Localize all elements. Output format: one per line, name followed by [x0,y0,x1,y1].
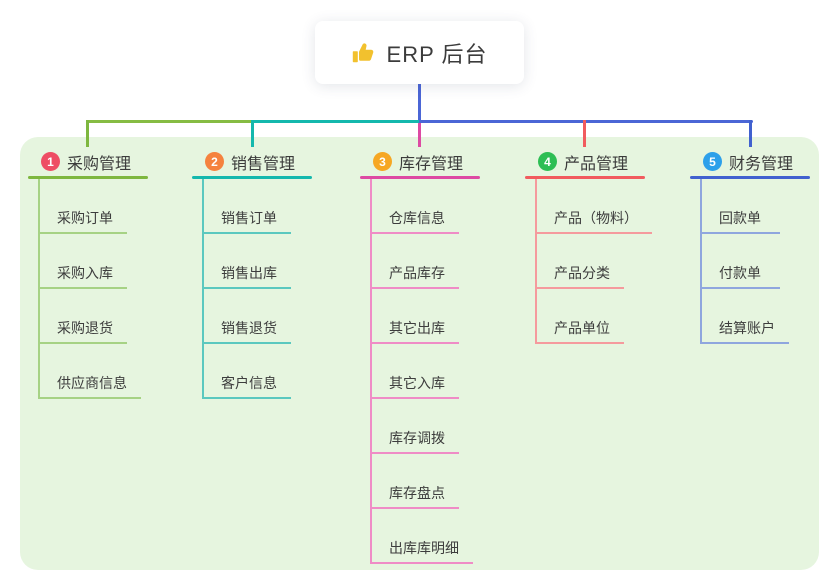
child-node[interactable]: 回款单 [702,179,780,234]
branch-product-header[interactable]: 4 产品管理 [525,150,660,173]
root-node[interactable]: ERP 后台 [315,21,524,84]
branches-panel [20,137,819,570]
connector-bus-center [252,120,419,123]
branch-title: 采购管理 [67,155,132,173]
branch-underline [28,176,148,179]
child-node[interactable]: 库存盘点 [372,454,459,509]
connector-bus-right [419,120,753,123]
branch-number-badge: 5 [703,152,722,171]
child-node[interactable]: 采购入库 [40,234,127,289]
child-node[interactable]: 出库库明细 [372,509,473,564]
branch-sales: 2 销售管理 销售订单 销售出库 销售退货 客户信息 [192,150,327,399]
branch-number-badge: 2 [205,152,224,171]
child-node[interactable]: 其它出库 [372,289,459,344]
child-node[interactable]: 产品分类 [537,234,624,289]
branch-children: 仓库信息 产品库存 其它出库 其它入库 库存调拨 库存盘点 出库库明细 [370,179,473,564]
connector-drop-product [583,120,586,147]
branch-children: 回款单 付款单 结算账户 [700,179,789,344]
branch-purchase: 1 采购管理 采购订单 采购入库 采购退货 供应商信息 [28,150,163,399]
branch-children: 销售订单 销售出库 销售退货 客户信息 [202,179,291,399]
branch-underline [192,176,312,179]
thumbs-up-icon [352,41,376,65]
root-title: ERP 后台 [386,41,488,67]
branch-underline [525,176,645,179]
child-node[interactable]: 付款单 [702,234,780,289]
branch-finance: 5 财务管理 回款单 付款单 结算账户 [690,150,825,344]
branch-underline [690,176,810,179]
child-node[interactable]: 销售退货 [204,289,291,344]
child-node[interactable]: 客户信息 [204,344,291,399]
child-node[interactable]: 库存调拨 [372,399,459,454]
branch-title: 财务管理 [729,155,794,173]
branch-purchase-header[interactable]: 1 采购管理 [28,150,163,173]
branch-inventory-header[interactable]: 3 库存管理 [360,150,495,173]
child-node[interactable]: 产品单位 [537,289,624,344]
child-node[interactable]: 产品库存 [372,234,459,289]
connector-drop-inventory [418,123,421,147]
branch-title: 产品管理 [564,155,629,173]
child-node[interactable]: 产品（物料） [537,179,652,234]
branch-number-badge: 3 [373,152,392,171]
child-node[interactable]: 结算账户 [702,289,789,344]
branch-underline [360,176,480,179]
child-node[interactable]: 销售出库 [204,234,291,289]
child-node[interactable]: 采购订单 [40,179,127,234]
branch-finance-header[interactable]: 5 财务管理 [690,150,825,173]
branch-title: 库存管理 [399,155,464,173]
child-node[interactable]: 采购退货 [40,289,127,344]
branch-sales-header[interactable]: 2 销售管理 [192,150,327,173]
child-node[interactable]: 其它入库 [372,344,459,399]
child-node[interactable]: 仓库信息 [372,179,459,234]
branch-title: 销售管理 [231,155,296,173]
child-node[interactable]: 销售订单 [204,179,291,234]
connector-drop-purchase [86,120,89,147]
connector-bus-left [86,120,253,123]
branch-number-badge: 4 [538,152,557,171]
child-node[interactable]: 供应商信息 [40,344,141,399]
branch-number-badge: 1 [41,152,60,171]
branch-children: 产品（物料） 产品分类 产品单位 [535,179,652,344]
connector-root-line [418,84,421,123]
connector-drop-sales [251,120,254,147]
branch-inventory: 3 库存管理 仓库信息 产品库存 其它出库 其它入库 库存调拨 库存盘点 出库库… [360,150,495,564]
connector-drop-finance [749,120,752,147]
branch-children: 采购订单 采购入库 采购退货 供应商信息 [38,179,141,399]
branch-product: 4 产品管理 产品（物料） 产品分类 产品单位 [525,150,660,344]
